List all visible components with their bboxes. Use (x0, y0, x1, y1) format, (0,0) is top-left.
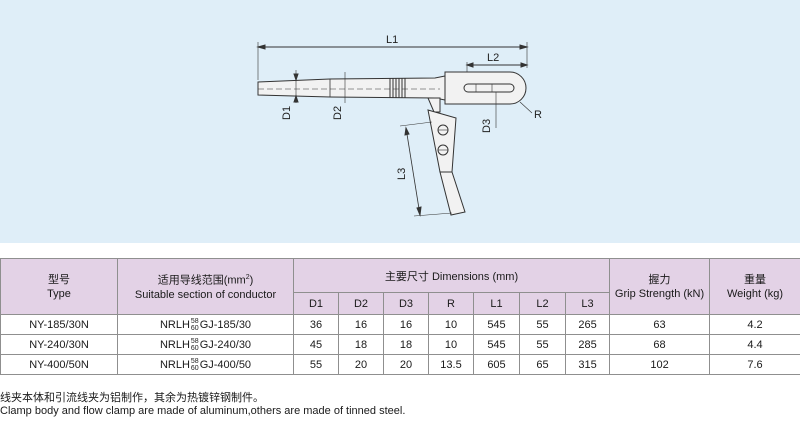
note-chinese: 线夹本体和引流线夹为铝制作，其余为热镀锌钢制件。 (0, 392, 264, 404)
header-d1: D1 (293, 292, 339, 315)
label-l3: L3 (396, 168, 408, 180)
header-l1: L1 (473, 292, 520, 315)
header-grip: 握力 Grip Strength (kN) (609, 258, 711, 315)
product-diagram-panel: L1 L2 R D1 D2 D3 L3 (0, 0, 800, 243)
label-l2: L2 (487, 52, 499, 64)
label-d3: D3 (481, 119, 493, 133)
header-r: R (428, 292, 474, 315)
label-r: R (534, 109, 542, 121)
header-section: 适用导线范围(mm2) Suitable section of conducto… (117, 258, 294, 315)
header-d3: D3 (383, 292, 429, 315)
header-dimensions: 主要尺寸 Dimensions (mm) (292, 258, 611, 293)
label-l1: L1 (386, 34, 398, 46)
note-english: Clamp body and flow clamp are made of al… (0, 405, 406, 417)
clamp-drawing: L1 L2 R D1 D2 D3 L3 (256, 34, 542, 217)
spec-table: 型号 Type 适用导线范围(mm2) Suitable section of … (0, 258, 800, 375)
header-l2: L2 (519, 292, 566, 315)
header-type: 型号 Type (0, 258, 118, 315)
header-d2: D2 (338, 292, 384, 315)
header-l3: L3 (564, 292, 611, 315)
label-d1: D1 (281, 106, 293, 120)
header-weight: 重量 Weight (kg) (709, 258, 800, 315)
label-d2: D2 (332, 106, 344, 120)
